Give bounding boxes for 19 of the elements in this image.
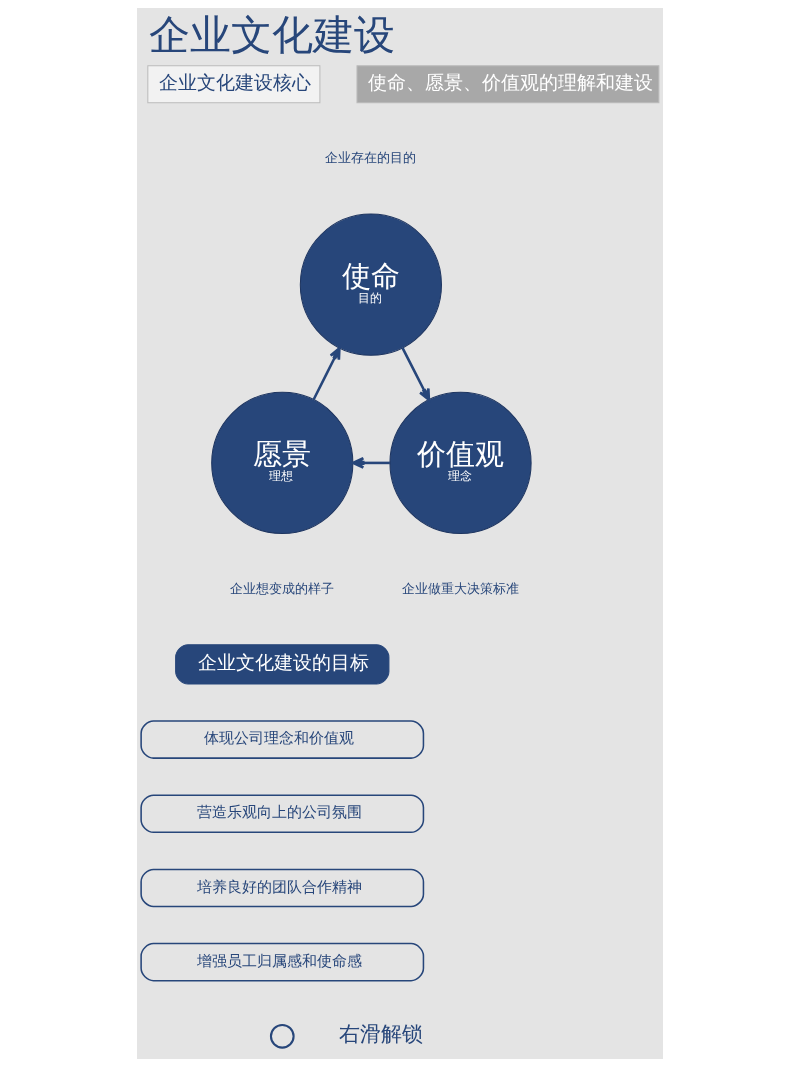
node-box: 企业文化建设的目标 <box>175 644 390 685</box>
node-label: 企业做重大决策标准 <box>402 580 520 596</box>
node-label: 企业存在的目的 <box>325 149 417 165</box>
node-circle: 使命 目的 <box>299 213 442 356</box>
node-label: 企业想变成的样子 <box>230 580 335 596</box>
node-circle: 价值观 理念 <box>389 391 532 534</box>
node-box: 培养良好的团队合作精神 <box>140 868 425 908</box>
diagram-title: 企业文化建设 <box>149 11 396 60</box>
node-box: 使命、愿景、价值观的理解和建设 <box>356 65 660 104</box>
node-circle <box>269 1023 295 1049</box>
arrow <box>312 347 341 401</box>
arrow <box>401 347 431 402</box>
label: 右滑解锁 <box>339 1022 424 1047</box>
arrow <box>351 457 390 469</box>
node-box: 体现公司理念和价值观 <box>140 720 425 759</box>
node-box: 企业文化建设核心 <box>147 65 321 104</box>
node-circle: 愿景 理想 <box>211 391 354 534</box>
node-box: 增强员工归属感和使命感 <box>140 942 425 982</box>
node-box: 营造乐观向上的公司氛围 <box>140 794 425 834</box>
